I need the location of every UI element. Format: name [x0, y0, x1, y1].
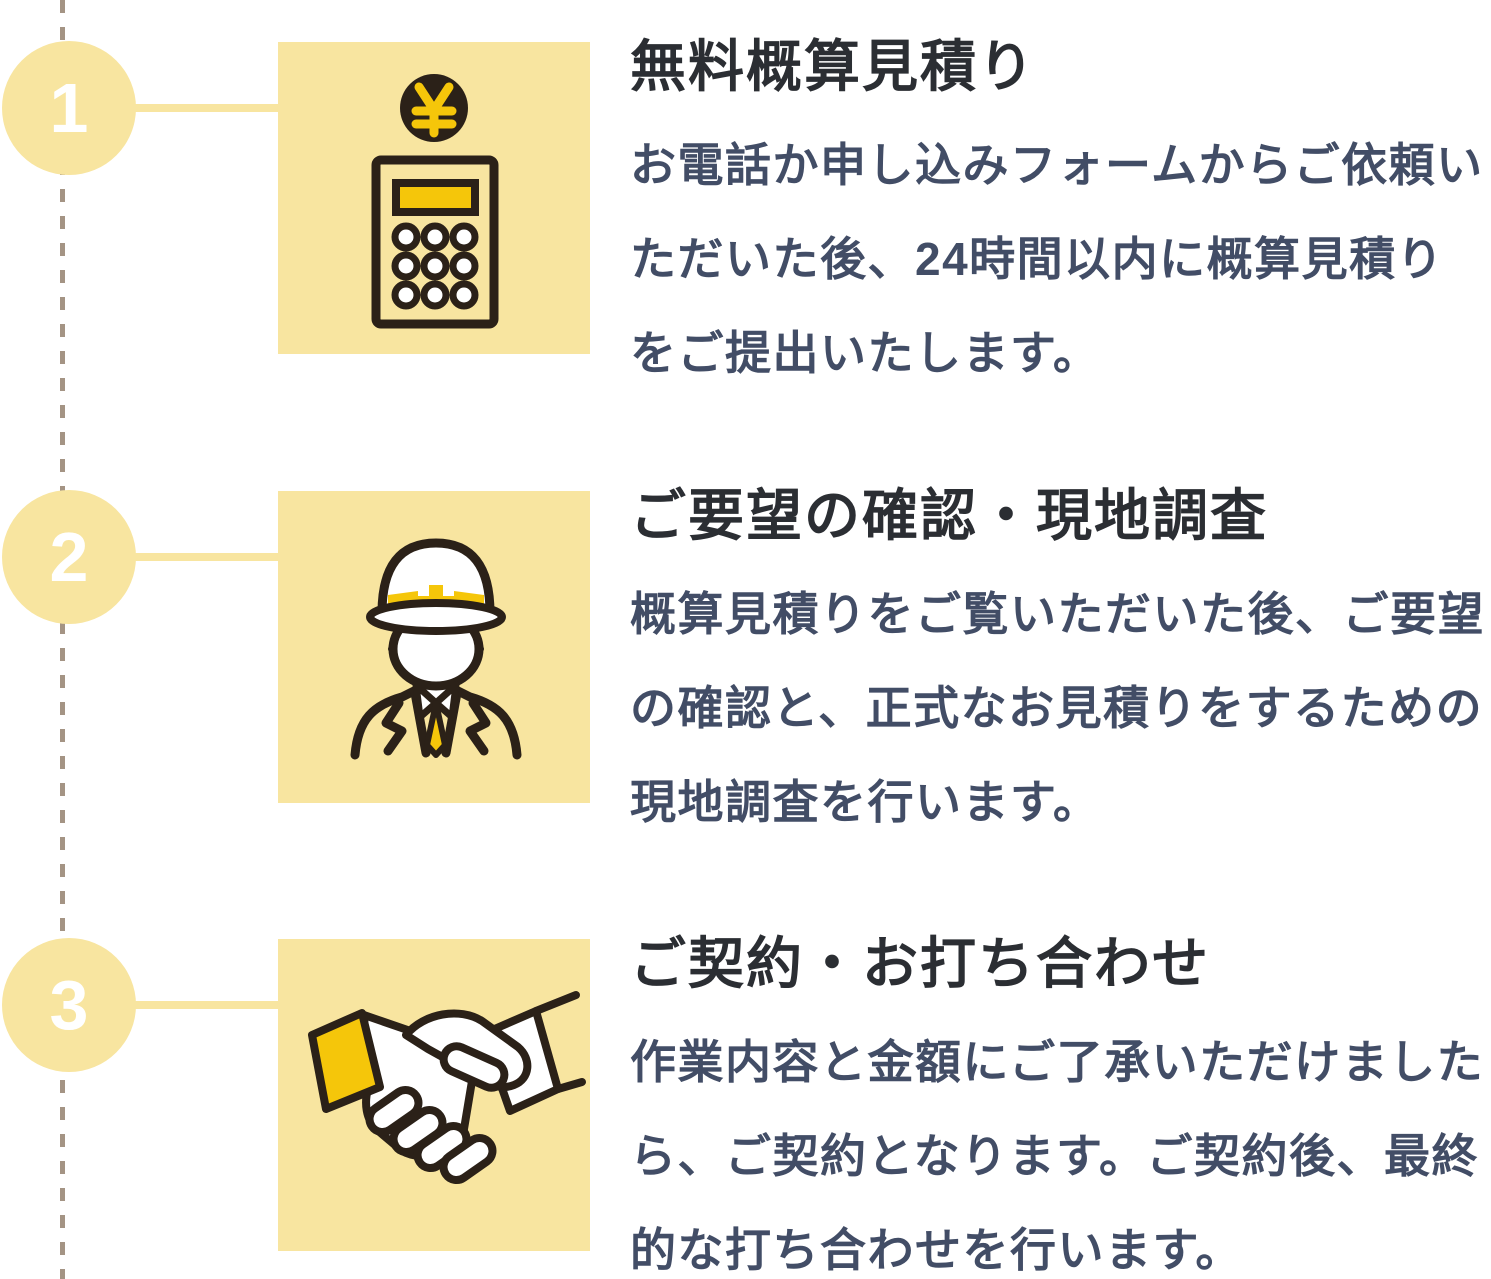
description-line: の確認と、正式なお見積りをするための — [630, 682, 1484, 734]
description-line: ただいた後、24時間以内に概算見積り — [630, 233, 1445, 285]
description-line: 現地調査を行います。 — [630, 776, 1101, 828]
step-2-connector-line — [70, 553, 280, 561]
description-line: 的な打ち合わせを行います。 — [630, 1224, 1243, 1276]
step-3-description: 作業内容と金額にご了承いただけました ら、ご契約となります。ご契約後、最終 的な… — [630, 1015, 1491, 1279]
step-number: 3 — [49, 966, 89, 1044]
description-line: 作業内容と金額にご了承いただけました — [630, 1036, 1485, 1088]
step-2-description: 概算見積りをご覧いただいた後、ご要望 の確認と、正式なお見積りをするための 現地… — [630, 567, 1491, 849]
step-2: 2 — [0, 449, 1491, 898]
step-3-number-badge: 3 — [2, 938, 136, 1072]
step-3-title: ご契約・お打ち合わせ — [630, 932, 1210, 995]
step-1-description: お電話か申し込みフォームからご依頼い ただいた後、24時間以内に概算見積り をご… — [630, 118, 1491, 400]
step-number: 2 — [49, 518, 89, 596]
step-1-number-badge: 1 — [2, 41, 136, 175]
description-line: をご提出いたします。 — [630, 327, 1101, 379]
timeline-dashed-line — [60, 0, 65, 1279]
description-line: 概算見積りをご覧いただいた後、ご要望 — [630, 588, 1485, 640]
step-3-connector-line — [70, 1001, 280, 1009]
yen-calculator-icon — [371, 74, 499, 329]
step-3-icon-box — [278, 939, 590, 1251]
handshake-icon — [308, 991, 586, 1185]
step-1-connector-line — [70, 104, 280, 112]
step-1: 1 無料概算見積り — [0, 0, 1491, 449]
description-line: お電話か申し込みフォームからご依頼い — [630, 139, 1484, 191]
construction-worker-icon — [350, 538, 522, 760]
step-2-title: ご要望の確認・現地調査 — [630, 484, 1268, 547]
description-line: ら、ご契約となります。ご契約後、最終 — [630, 1130, 1480, 1182]
step-number: 1 — [49, 69, 89, 147]
step-1-icon-box — [278, 42, 590, 354]
step-2-number-badge: 2 — [2, 490, 136, 624]
step-3: 3 — [0, 897, 1491, 1279]
step-2-icon-box — [278, 491, 590, 803]
step-1-title: 無料概算見積り — [630, 35, 1036, 98]
